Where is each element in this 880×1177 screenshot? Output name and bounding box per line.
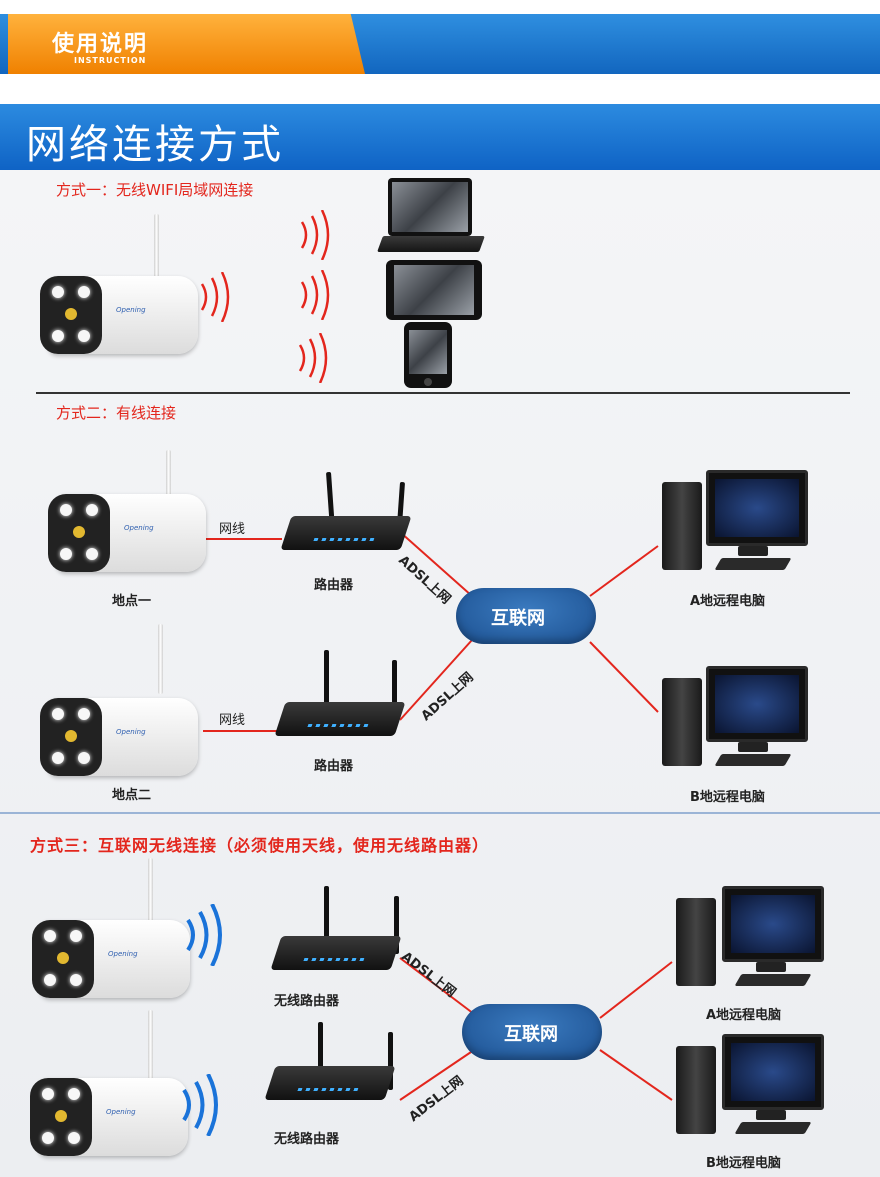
adsl-line-3 bbox=[399, 957, 475, 1015]
adsl-line-1 bbox=[399, 531, 473, 597]
router-2 bbox=[274, 648, 406, 748]
pc-b bbox=[658, 662, 818, 772]
wifi-signal-icon bbox=[200, 272, 230, 322]
wireless-router-label-1: 无线路由器 bbox=[274, 994, 340, 1009]
internet-cloud-icon bbox=[462, 1004, 602, 1060]
net-line-b bbox=[589, 641, 659, 713]
router-label-2: 路由器 bbox=[314, 759, 354, 774]
router-label-1: 路由器 bbox=[314, 578, 354, 593]
camera-brand: Opening bbox=[108, 950, 138, 958]
net-line-a bbox=[589, 545, 659, 597]
wifi-signal-icon bbox=[182, 1074, 218, 1136]
pc-b-2 bbox=[672, 1032, 838, 1142]
site-2-label: 地点二 bbox=[112, 788, 152, 803]
wifi-signal-icon bbox=[300, 210, 330, 260]
camera-brand: Opening bbox=[124, 524, 154, 532]
adsl-line-4 bbox=[399, 1049, 475, 1101]
section-banner bbox=[0, 104, 880, 170]
wifi-signal-icon bbox=[300, 270, 330, 320]
camera-1: Opening bbox=[40, 200, 198, 360]
camera-wireless-1: Opening bbox=[30, 856, 190, 1016]
camera-brand: Opening bbox=[106, 1108, 136, 1116]
header-subtitle: INSTRUCTION bbox=[74, 56, 147, 65]
wifi-signal-icon bbox=[186, 904, 222, 966]
camera-wireless-2: Opening bbox=[30, 1006, 188, 1166]
wireless-router-2 bbox=[262, 1020, 402, 1120]
divider bbox=[0, 812, 880, 814]
divider bbox=[36, 392, 850, 394]
net-line-c bbox=[599, 961, 673, 1019]
header-title: 使用说明 bbox=[52, 32, 149, 57]
router-1 bbox=[280, 470, 412, 560]
camera-brand: Opening bbox=[116, 306, 146, 314]
camera-site-2: Opening bbox=[40, 624, 198, 776]
pc-a-2 bbox=[672, 884, 838, 994]
camera-site-1: Opening bbox=[48, 440, 206, 580]
method-1-title: 方式一：无线WIFI局域网连接 bbox=[56, 181, 254, 199]
cable-label-1: 网线 bbox=[219, 522, 246, 537]
pc-a bbox=[658, 466, 818, 576]
internet-cloud-icon bbox=[456, 588, 596, 644]
cable-label-2: 网线 bbox=[219, 713, 246, 728]
pc-a-label-2: A地远程电脑 bbox=[706, 1008, 782, 1023]
laptop-keyboard bbox=[377, 236, 485, 252]
wireless-router-label-2: 无线路由器 bbox=[274, 1132, 340, 1147]
laptop-icon bbox=[388, 178, 472, 236]
wifi-signal-icon bbox=[298, 333, 328, 383]
section-title: 网络连接方式 bbox=[26, 122, 284, 168]
tablet-icon bbox=[386, 260, 482, 320]
method-2-title: 方式二：有线连接 bbox=[56, 404, 177, 422]
net-line-d bbox=[599, 1049, 673, 1101]
internet-label: 互联网 bbox=[491, 608, 545, 629]
internet-label: 互联网 bbox=[504, 1024, 558, 1045]
method-3-title: 方式三：互联网无线连接（必须使用天线，使用无线路由器） bbox=[30, 836, 490, 855]
wireless-router-1 bbox=[268, 884, 408, 984]
pc-b-label: B地远程电脑 bbox=[690, 790, 765, 805]
site-1-label: 地点一 bbox=[112, 594, 152, 609]
pc-a-label: A地远程电脑 bbox=[690, 594, 766, 609]
camera-brand: Opening bbox=[116, 728, 146, 736]
phone-icon bbox=[404, 322, 452, 388]
pc-b-label-2: B地远程电脑 bbox=[706, 1156, 781, 1171]
adsl-line-2 bbox=[399, 639, 473, 721]
header-tab bbox=[8, 14, 365, 74]
